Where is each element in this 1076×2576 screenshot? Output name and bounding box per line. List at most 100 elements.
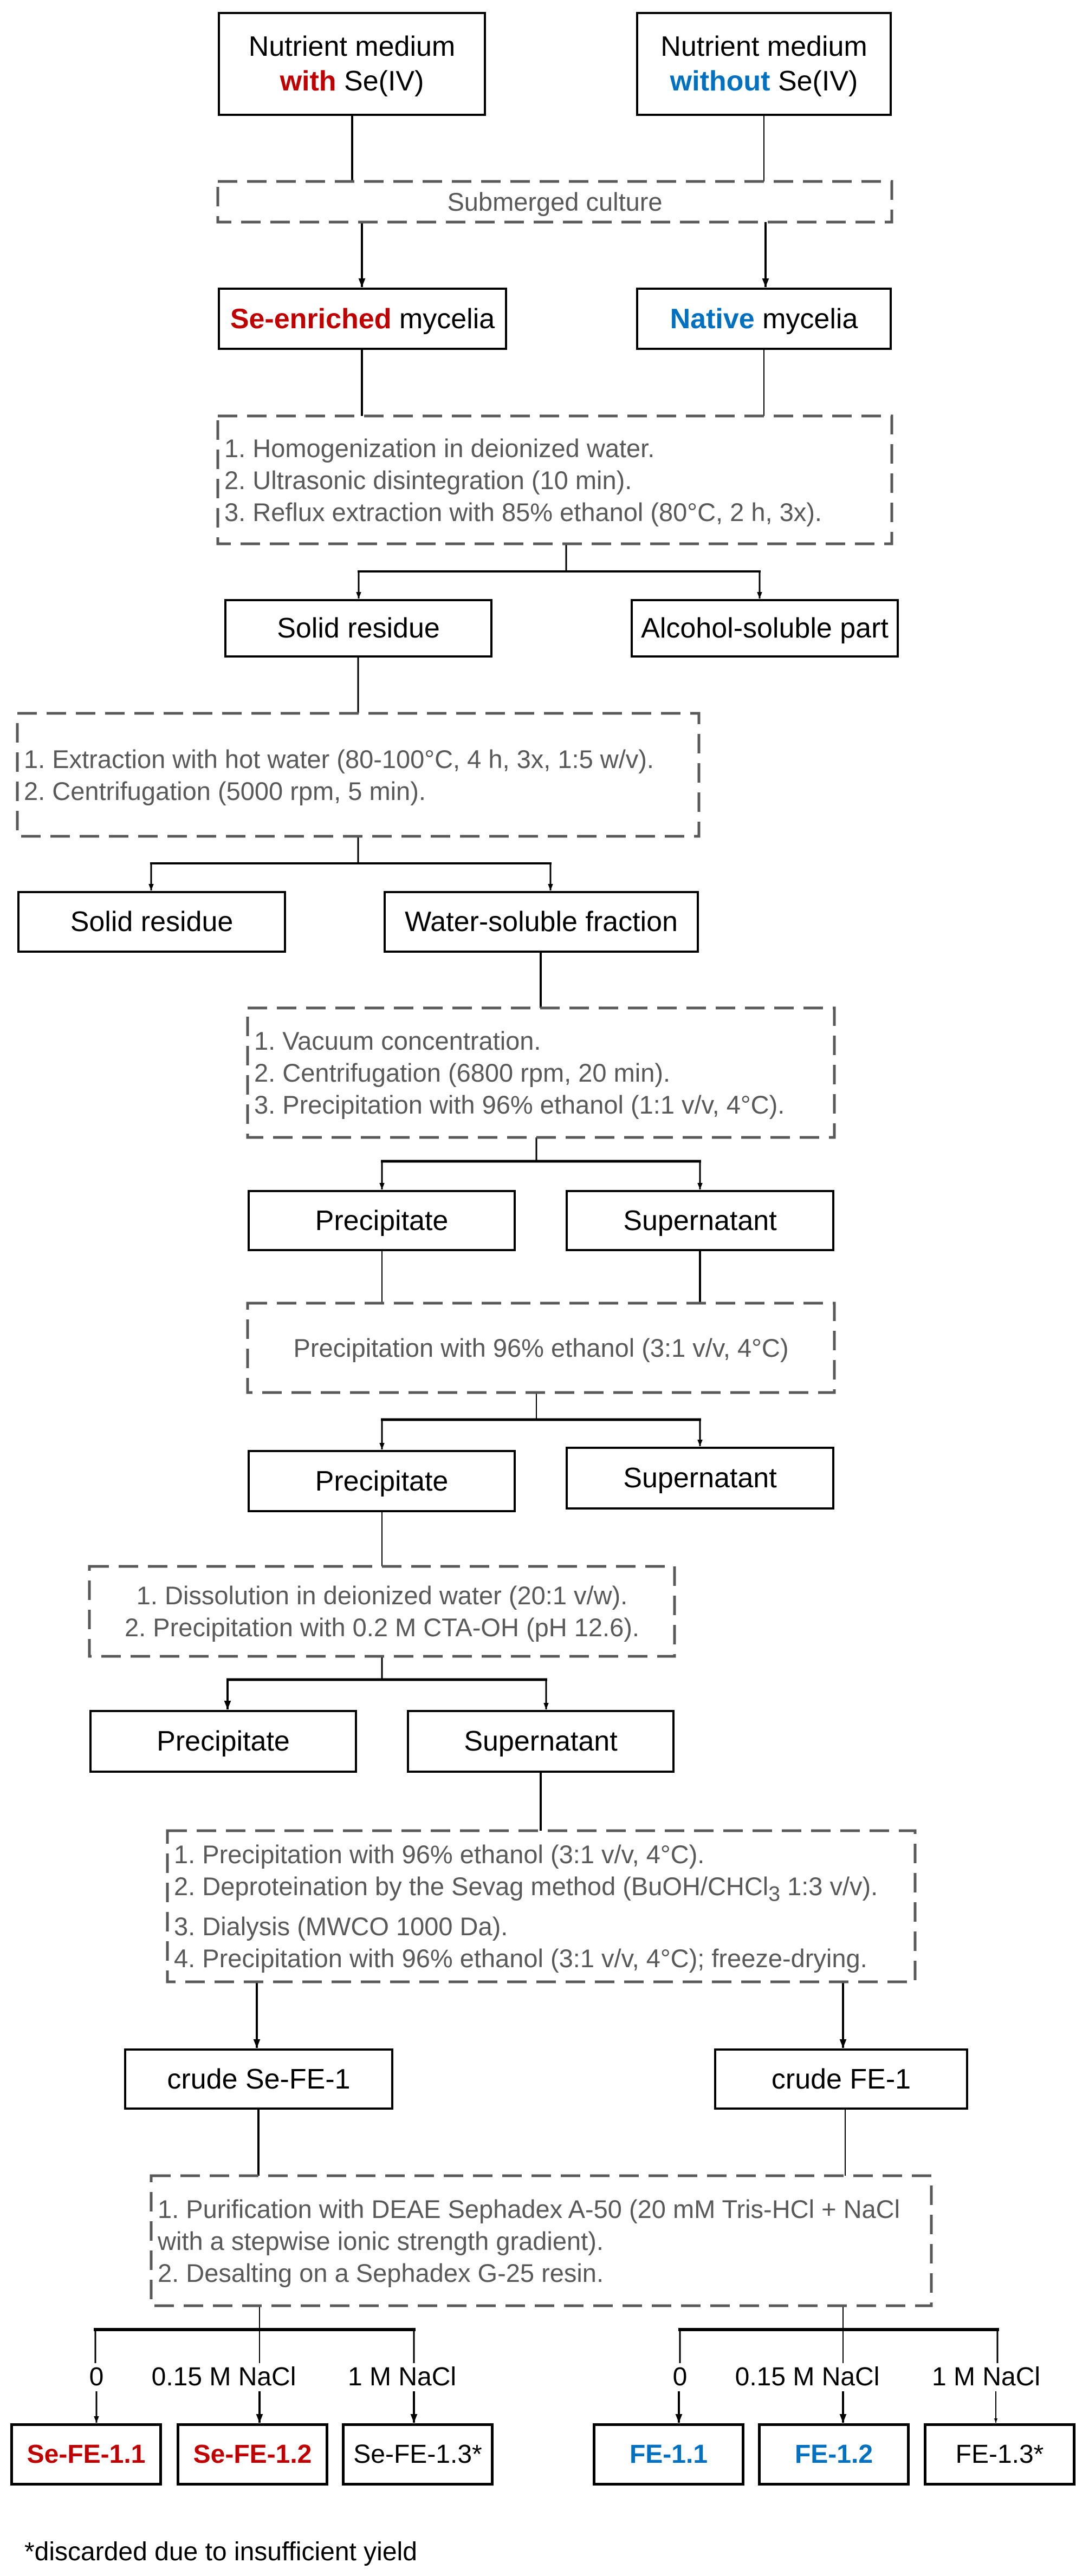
text: 1. Vacuum concentration.	[254, 1026, 541, 1055]
node-crude-se-fe1: crude Se-FE-1	[124, 2048, 393, 2110]
text: Supernatant	[464, 1726, 618, 1757]
gradient-label-se-1m: 1 M NaCl	[347, 2363, 457, 2391]
text: 1. Homogenization in deionized water.	[224, 433, 655, 463]
text: Se(IV)	[336, 66, 424, 97]
node-fe-1-1: FE-1.1	[593, 2423, 744, 2486]
text: 3. Precipitation with 96% ethanol (1:1 v…	[254, 1090, 785, 1119]
text-line: Nutrient medium	[660, 29, 867, 64]
text-line: with a stepwise ionic strength gradient)…	[158, 2225, 604, 2257]
text-line: 2. Ultrasonic disintegration (10 min).	[224, 464, 632, 496]
text: 3. Reflux extraction with 85% ethanol (8…	[224, 497, 822, 526]
text: Precipitate	[315, 1465, 449, 1497]
text: Solid residue	[70, 906, 234, 938]
highlight-text: with	[280, 66, 336, 97]
process-step-step-sevag: 1. Precipitation with 96% ethanol (3:1 v…	[166, 1829, 917, 1983]
node-fe-1-3: FE-1.3*	[924, 2423, 1075, 2486]
text-line: crude Se-FE-1	[167, 2062, 350, 2097]
text: Se(IV)	[770, 66, 858, 97]
text-line: Supernatant	[623, 1461, 776, 1495]
text-line: 3. Dialysis (MWCO 1000 Da).	[174, 1910, 508, 1942]
text: mycelia	[391, 303, 495, 335]
text-line: FE-1.2	[795, 2437, 873, 2472]
text: Supernatant	[623, 1205, 777, 1237]
gradient-label-fe-0: 0	[672, 2363, 688, 2391]
text: Solid residue	[277, 613, 440, 644]
text: Se-FE-1.3*	[353, 2440, 482, 2469]
text-line: 1. Homogenization in deionized water.	[224, 432, 654, 464]
text: 2. Centrifugation (5000 rpm, 5 min).	[24, 776, 426, 805]
text: Precipitate	[315, 1205, 449, 1237]
gradient-label-se-015: 0.15 M NaCl	[151, 2363, 296, 2391]
node-se-fe-1-2: Se-FE-1.2	[177, 2423, 328, 2486]
text: Nutrient medium	[660, 31, 867, 62]
text: 2. Precipitation with 0.2 M CTA-OH (pH 1…	[125, 1613, 639, 1642]
text: Nutrient medium	[248, 31, 456, 62]
text: Precipitate	[157, 1726, 290, 1757]
dashed-border	[16, 712, 701, 838]
text-line: Precipitate	[315, 1464, 449, 1499]
footnote: *discarded due to insufficient yield	[24, 2538, 417, 2566]
text-line: 1. Purification with DEAE Sephadex A-50 …	[158, 2193, 900, 2225]
text-line: Supernatant	[464, 1724, 617, 1759]
text-line: Alcohol-soluble part	[641, 611, 889, 646]
text: FE-1.3*	[955, 2440, 1044, 2469]
text-line: Solid residue	[277, 611, 440, 646]
node-precipitate-3: Precipitate	[89, 1710, 357, 1773]
highlight-text: FE-1.2	[794, 2440, 873, 2469]
text-line: 1. Precipitation with 96% ethanol (3:1 v…	[174, 1838, 704, 1870]
text: 2. Ultrasonic disintegration (10 min).	[224, 465, 632, 495]
process-step-step-ethanol-extraction: 1. Homogenization in deionized water.2. …	[216, 414, 893, 545]
process-step-step-hot-water: 1. Extraction with hot water (80-100°C, …	[16, 712, 701, 838]
text-line: 1. Dissolution in deionized water (20:1 …	[137, 1579, 628, 1611]
text-line: FE-1.1	[630, 2437, 708, 2472]
text-line: Solid residue	[70, 905, 234, 939]
node-se-mycelia: Se-enriched mycelia	[218, 288, 507, 350]
text-line: 2. Centrifugation (5000 rpm, 5 min).	[24, 775, 426, 807]
node-solid-residue-1: Solid residue	[224, 599, 492, 658]
text-line: 2. Centrifugation (6800 rpm, 20 min).	[254, 1057, 670, 1089]
gradient-label-fe-015: 0.15 M NaCl	[735, 2363, 880, 2391]
node-water-soluble: Water-soluble fraction	[384, 891, 699, 953]
text-line: 2. Desalting on a Sephadex G-25 resin.	[158, 2257, 604, 2289]
text: 1. Precipitation with 96% ethanol (3:1 v…	[174, 1840, 705, 1869]
dashed-border	[216, 180, 893, 224]
text: 3. Dialysis (MWCO 1000 Da).	[174, 1911, 508, 1941]
text-line: Water-soluble fraction	[405, 905, 678, 939]
process-step-step-precip-31: Precipitation with 96% ethanol (3:1 v/v,…	[246, 1302, 836, 1394]
text: 3	[768, 1882, 781, 1906]
text-line: Se-FE-1.2	[193, 2437, 312, 2472]
text-line: Supernatant	[623, 1204, 776, 1238]
process-step-step-concentration: 1. Vacuum concentration.2. Centrifugatio…	[246, 1006, 836, 1139]
gradient-label-fe-1m: 1 M NaCl	[931, 2363, 1041, 2391]
text-line: 3. Reflux extraction with 85% ethanol (8…	[224, 496, 822, 528]
text-line: FE-1.3*	[956, 2437, 1044, 2472]
text-line: with Se(IV)	[280, 64, 424, 99]
text: Water-soluble fraction	[405, 906, 678, 938]
dashed-border	[246, 1302, 836, 1394]
text: 2. Deproteination by the Sevag method (B…	[174, 1872, 769, 1901]
dashed-border	[88, 1565, 676, 1658]
node-native-mycelia: Native mycelia	[636, 288, 892, 350]
highlight-text: FE-1.1	[629, 2440, 708, 2469]
text-line: Nutrient medium	[249, 29, 455, 64]
node-se-fe-1-1: Se-FE-1.1	[10, 2423, 162, 2486]
text-line: 1. Vacuum concentration.	[254, 1025, 541, 1057]
node-fe-1-2: FE-1.2	[758, 2423, 910, 2486]
text-line: 3. Precipitation with 96% ethanol (1:1 v…	[254, 1089, 785, 1121]
node-precipitate-1: Precipitate	[248, 1190, 516, 1251]
dashed-border	[246, 1006, 836, 1139]
text: 1. Extraction with hot water (80-100°C, …	[24, 744, 654, 773]
node-supernatant-3: Supernatant	[407, 1710, 675, 1773]
text: Precipitation with 96% ethanol (3:1 v/v,…	[293, 1333, 789, 1362]
text-line: Precipitation with 96% ethanol (3:1 v/v,…	[294, 1332, 789, 1364]
text: Alcohol-soluble part	[641, 613, 889, 644]
text-line: Native mycelia	[670, 302, 858, 336]
text: 1. Purification with DEAE Sephadex A-50 …	[158, 2194, 900, 2223]
text-line: 2. Deproteination by the Sevag method (B…	[174, 1870, 878, 1910]
text-line: Se-FE-1.1	[27, 2437, 146, 2472]
text: 1. Dissolution in deionized water (20:1 …	[136, 1581, 628, 1610]
